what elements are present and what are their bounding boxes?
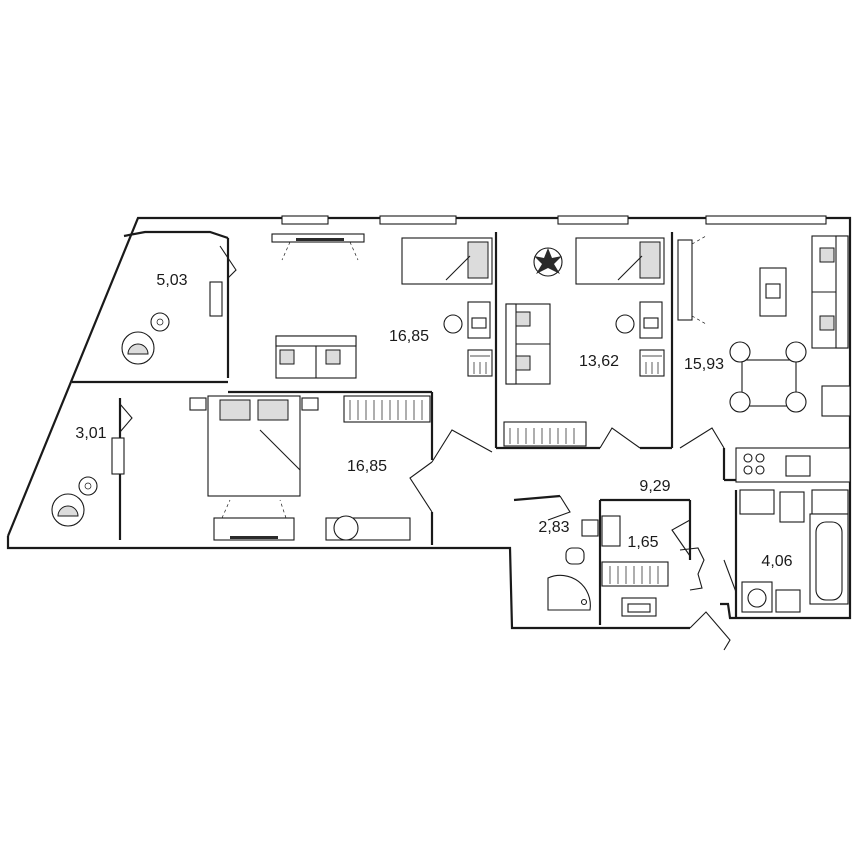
- area-label-bedroom-bottom: 16,85: [347, 458, 387, 475]
- outer-walls: [6, 215, 852, 630]
- area-label-bathroom: 2,83: [538, 519, 569, 536]
- middle-bedroom-furniture: [503, 237, 665, 447]
- area-label-wc-laundry: 4,06: [761, 553, 792, 570]
- area-label-kitchen-living: 15,93: [684, 356, 724, 373]
- bathroom-fixtures: [547, 515, 705, 617]
- bottom-bedroom-furniture: [189, 395, 431, 541]
- area-labels: 5,03 16,85 13,62 15,93 3,01 16,85 9,29 2…: [75, 272, 792, 570]
- area-label-wardrobe: 1,65: [627, 534, 658, 551]
- area-label-bedroom-middle: 13,62: [579, 353, 619, 370]
- top-bedroom-furniture: [271, 233, 493, 379]
- loggia-bottom-furniture: [51, 476, 98, 527]
- loggia-top-furniture: [121, 312, 170, 365]
- area-label-loggia-bottom: 3,01: [75, 425, 106, 442]
- kitchen-living-furniture: [677, 235, 851, 483]
- area-label-bedroom-top: 16,85: [389, 328, 429, 345]
- interior-walls: [72, 230, 850, 625]
- doors: [111, 245, 737, 651]
- area-label-loggia-top: 5,03: [156, 272, 187, 289]
- wc-fixtures: [739, 489, 849, 613]
- area-label-hallway: 9,29: [639, 478, 670, 495]
